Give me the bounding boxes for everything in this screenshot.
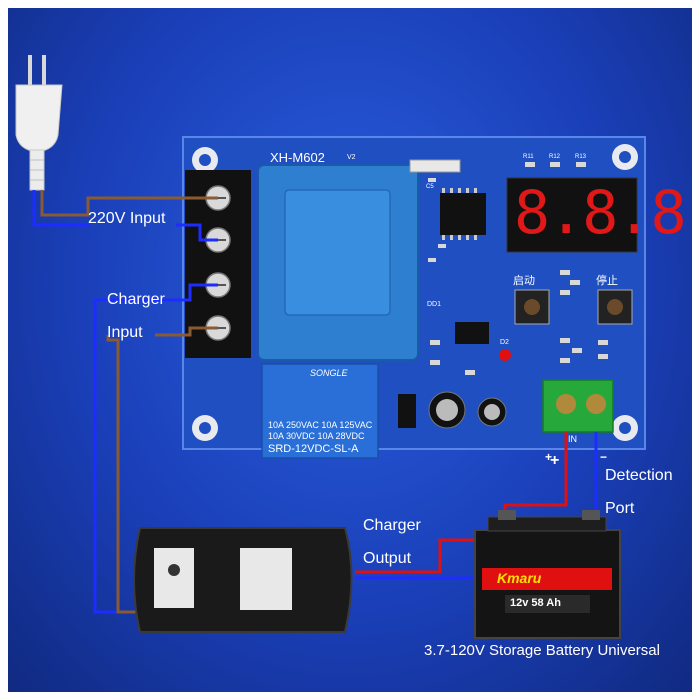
storage-battery	[474, 510, 621, 639]
terminal-screw	[586, 394, 606, 414]
battery-label-band	[482, 568, 612, 590]
board-plus-marker: +	[545, 450, 553, 464]
led	[499, 349, 511, 361]
detection-label-1: Detection	[605, 467, 673, 484]
relay-rating-1: 10A 250VAC 10A 125VAC	[268, 420, 373, 430]
charger-sticker	[240, 548, 292, 610]
component-label: R13	[575, 154, 587, 160]
board-model: XH-M602	[270, 150, 325, 165]
charger-input-brown	[106, 335, 140, 614]
charger-input-brown	[155, 326, 218, 337]
start-button[interactable]	[514, 289, 550, 325]
relay-brand: SONGLE	[310, 368, 348, 378]
relay-model: SRD-12VDC-SL-A	[268, 443, 359, 455]
board-minus-marker: −	[600, 450, 608, 464]
relay	[261, 363, 379, 459]
in-label: IN	[568, 434, 577, 444]
ic-chip	[440, 193, 486, 235]
diode-label: DD1	[427, 301, 442, 308]
relay-rating-2: 10A 30VDC 10A 28VDC	[268, 431, 365, 441]
regulator	[455, 322, 489, 344]
start-button-label: 启动	[513, 275, 535, 287]
component-label: C5	[426, 184, 434, 190]
ac-wire-brown	[40, 190, 218, 217]
charger-adapter	[133, 527, 353, 633]
ac-plug	[15, 55, 63, 191]
charger-output-label-2: Output	[363, 550, 412, 567]
display-readout: 8.8.8	[514, 178, 687, 248]
battery-spec: 12v 58 Ah	[510, 597, 561, 609]
charger-input-blue	[172, 283, 218, 302]
ac-wire-blue	[32, 190, 90, 227]
ac-input-label: 220V Input	[88, 210, 166, 227]
ac-wire-blue	[176, 223, 218, 242]
seven-segment-display	[506, 177, 638, 253]
detection-label-2: Port	[605, 500, 635, 517]
controller-board	[182, 136, 646, 459]
charger-output-label-1: Charger	[363, 517, 421, 534]
stop-button-label: 停止	[596, 275, 618, 287]
diode	[398, 394, 416, 428]
component-label: R11	[523, 154, 534, 160]
output-wire-red	[355, 538, 505, 574]
component-label: R12	[549, 154, 561, 160]
plug-head	[15, 84, 63, 153]
battery-brand: Kmaru	[497, 570, 542, 586]
battery-caption: 3.7-120V Storage Battery Universal	[424, 642, 660, 659]
board-version: V2	[347, 154, 356, 161]
charger-input-label-2: Input	[107, 324, 143, 341]
charger-label	[154, 548, 194, 608]
charger-input-label-1: Charger	[107, 291, 165, 308]
plus-marker: +	[550, 452, 560, 469]
header-pins	[409, 159, 461, 173]
terminal-screw	[556, 394, 576, 414]
led-label: D2	[500, 339, 509, 346]
